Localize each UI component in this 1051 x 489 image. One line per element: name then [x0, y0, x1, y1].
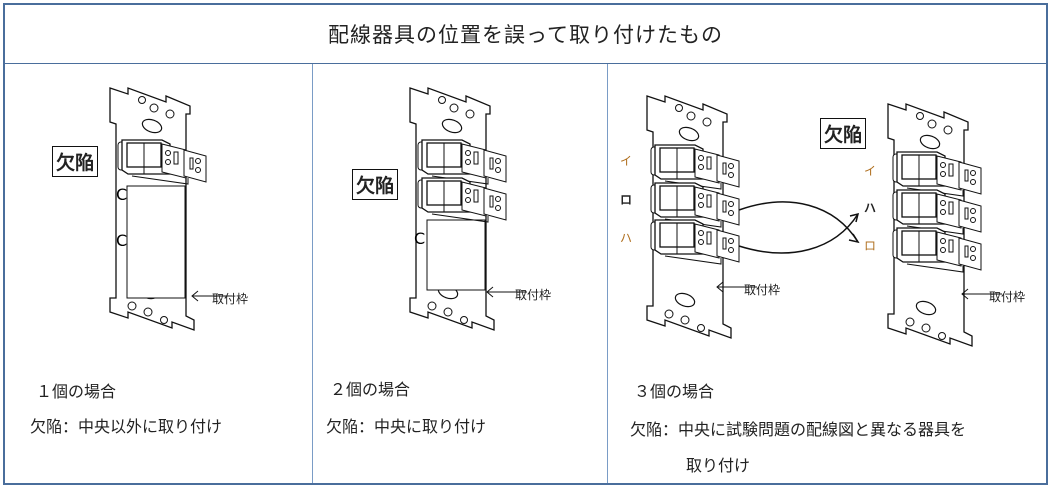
device-label: イ [864, 164, 877, 178]
device-label: ロ [864, 239, 877, 253]
arrow-left-icon [961, 288, 1002, 300]
case-heading: １個の場合 [36, 382, 117, 401]
case-description: 欠陥：中央に試験問題の配線図と異なる器具を [630, 420, 967, 439]
arrow-left-icon [486, 286, 527, 298]
swap-arrow [738, 213, 859, 254]
frame-label: 取付枠 [744, 283, 781, 297]
frame-label: 取付枠 [989, 290, 1026, 304]
blank-area [126, 185, 186, 299]
defect-tag: 欠陥 [820, 118, 867, 149]
case-description-cont: 取り付け [686, 456, 751, 475]
frame-label: 取付枠 [515, 288, 552, 302]
defect-tag: 欠陥 [52, 146, 99, 177]
frame-label: 取付枠 [212, 292, 249, 306]
diagram-title: 配線器具の位置を誤って取り付けたもの [5, 5, 1046, 64]
device-label: ハ [620, 231, 633, 245]
case-description: 欠陥：中央以外に取り付け [30, 417, 223, 436]
panel-divider [607, 64, 608, 483]
swap-arrow [738, 201, 859, 243]
case-heading: ２個の場合 [330, 380, 411, 399]
diagram-frame: 配線器具の位置を誤って取り付けたもの [3, 3, 1048, 485]
panel-divider [312, 64, 313, 483]
clip-icon: C [116, 231, 127, 250]
defect-tag: 欠陥 [352, 169, 399, 200]
clip-icon: C [116, 185, 127, 204]
case-description: 欠陥：中央に取り付け [326, 417, 487, 436]
case-heading: ３個の場合 [634, 382, 715, 401]
clip-icon: C [414, 229, 425, 248]
device-label: ロ [620, 193, 633, 207]
arrow-left-icon [716, 281, 757, 293]
device-label: ハ [864, 201, 877, 215]
arrow-left-icon [191, 290, 232, 302]
device-label: イ [620, 154, 633, 168]
